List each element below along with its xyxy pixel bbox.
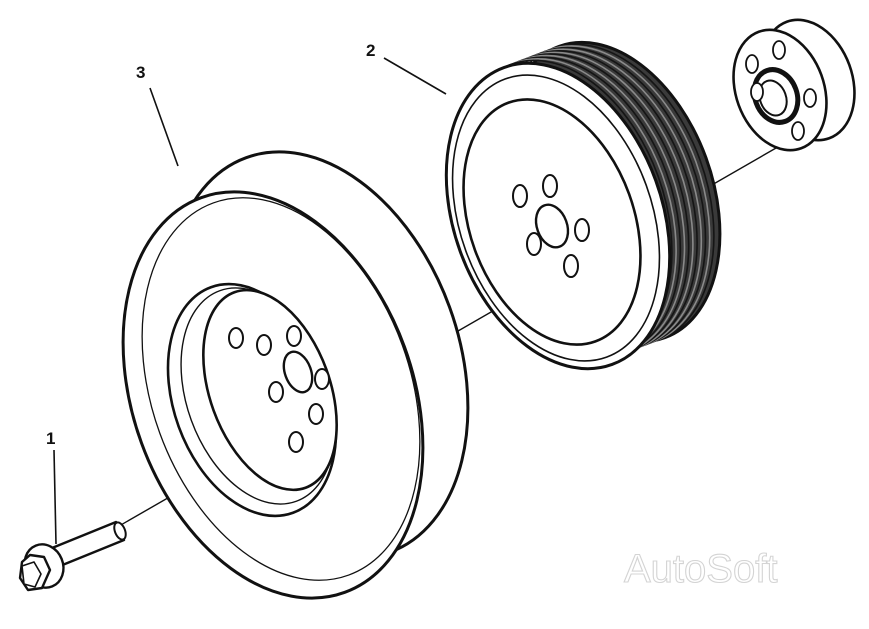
hub-bolt-hole	[803, 88, 817, 108]
pulley-bolt-hole	[512, 184, 528, 208]
pulley-recess	[462, 98, 642, 346]
hub-bolt-hole	[772, 40, 786, 60]
autosoft-watermark: AutoSoft	[624, 547, 777, 591]
hub-bolt-hole	[791, 121, 805, 141]
leader-line-3	[149, 87, 179, 167]
hub-bolt-hole	[750, 82, 764, 102]
damper-center-hole	[282, 350, 314, 394]
pulley-bolt-hole	[563, 254, 579, 278]
pulley-center-hole	[534, 203, 570, 249]
pulley-bolt-hole	[542, 174, 558, 198]
part-1-bolt	[18, 520, 127, 592]
damper-bolt-hole	[314, 368, 330, 390]
part-2-pulley	[444, 40, 722, 371]
leader-line-2	[383, 57, 447, 95]
damper-bolt-hole	[286, 325, 302, 347]
damper-bolt-hole	[228, 327, 244, 349]
bolt-tip	[113, 521, 127, 541]
callout-label-3: 3	[136, 63, 145, 82]
callout-label-2: 2	[366, 41, 375, 60]
damper-bolt-hole	[288, 431, 304, 453]
part-3-damper	[121, 150, 470, 600]
leader-line-1	[53, 449, 57, 545]
hub-bolt-hole	[745, 54, 759, 74]
pulley-bolt-hole	[526, 232, 542, 256]
damper-bolt-hole	[308, 403, 324, 425]
bolt-hex-face	[21, 561, 42, 588]
pulley-front-rim	[451, 74, 661, 362]
crankshaft-hub-flange	[732, 18, 856, 152]
damper-front-edge	[141, 197, 421, 581]
pulley-bolt-hole	[574, 218, 590, 242]
damper-bolt-hole	[256, 334, 272, 356]
callout-label-1: 1	[46, 429, 55, 448]
hub-bore-inner	[758, 79, 788, 117]
damper-bolt-hole	[268, 381, 284, 403]
